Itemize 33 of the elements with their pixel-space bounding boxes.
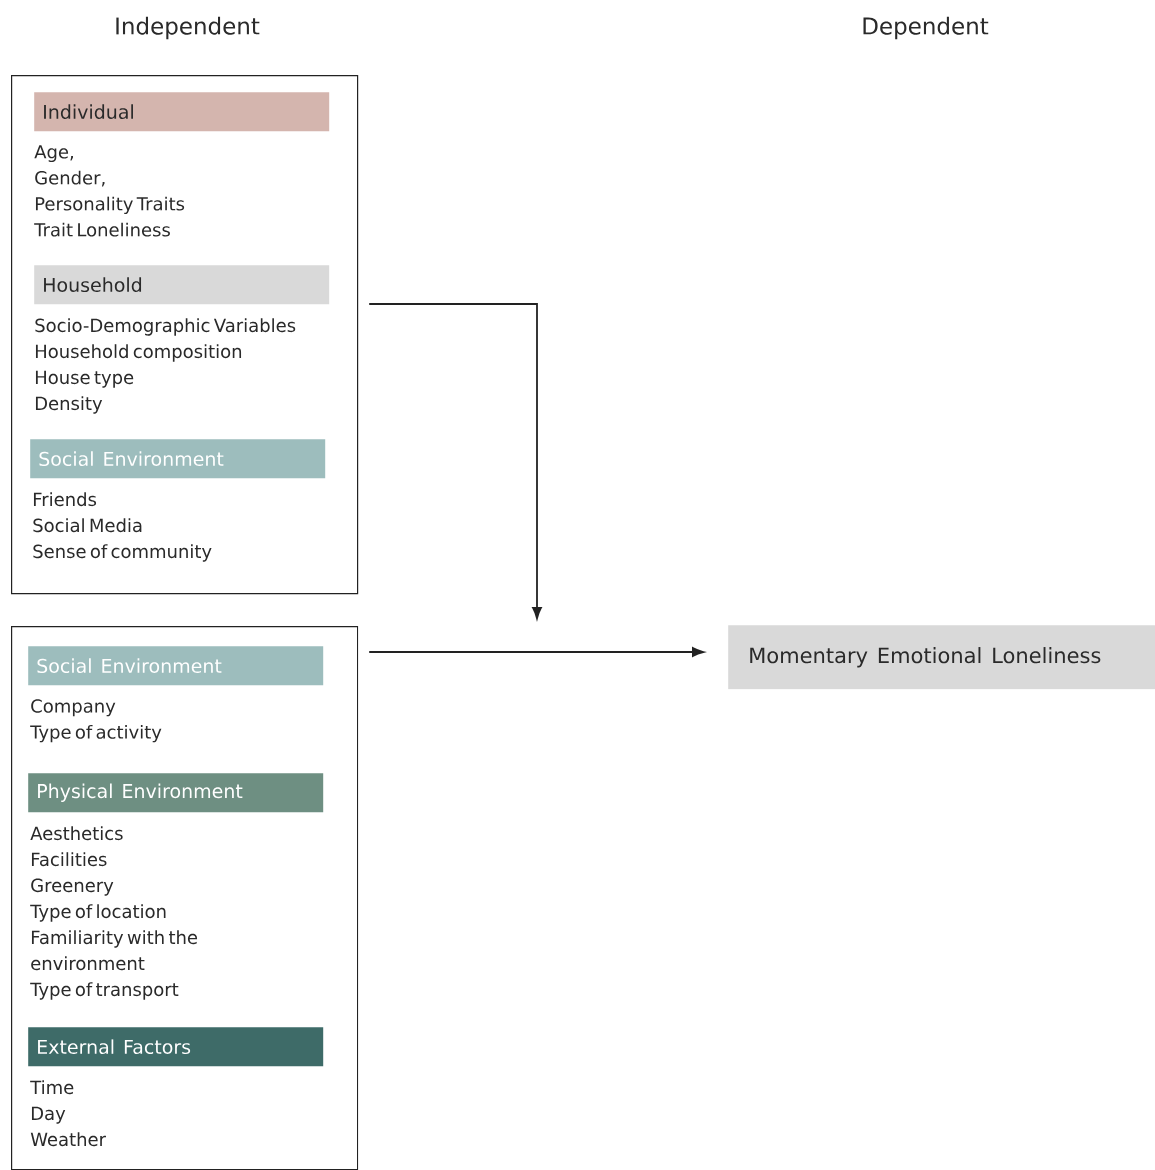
category-bar: Social Environment: [30, 439, 326, 479]
frame-box: [11, 75, 359, 595]
item-list: Friends Social Media Sense of community: [33, 492, 212, 562]
node-label: House type: [35, 370, 134, 388]
item-list: Aesthetics Facilities Greenery Type of location Familiarity with the environment Type of transport: [30, 826, 198, 1000]
node-label: Density: [35, 396, 103, 414]
column-heading: Independent: [116, 16, 260, 40]
node-label: Trait Loneliness: [34, 222, 170, 237]
node-label: Familiarity with the environment: [31, 930, 198, 971]
item-list: Socio-Demographic Variables Household composition House type Density: [35, 318, 296, 414]
node-label: Age,: [34, 145, 73, 163]
node-label: Aesthetics: [30, 826, 123, 841]
arrow: [368, 647, 705, 657]
column-heading: Dependent: [863, 16, 989, 40]
node-label: Gender,: [35, 170, 105, 187]
node-label: Greenery: [31, 878, 114, 896]
node-label: Type of location: [30, 904, 166, 922]
arrow: [368, 303, 542, 620]
item-list: Company Type of activity: [30, 699, 162, 743]
item-list: Age, Gender, Personality Traits Trait Loneliness: [34, 145, 185, 237]
item-list: Time Day Weather: [30, 1080, 106, 1147]
node-label: Household composition: [35, 344, 242, 362]
frame-box: [11, 626, 359, 1170]
node-label: Type of transport: [30, 982, 179, 1000]
node-label: Personality Traits: [35, 196, 185, 215]
category-bar: External Factors: [28, 1027, 324, 1067]
category-bar: Individual: [34, 92, 330, 132]
category-bar: Social Environment: [28, 646, 324, 686]
category-bar: Physical Environment: [28, 773, 324, 813]
node-label: Facilities: [31, 852, 107, 867]
node-label: Socio-Demographic Variables: [35, 318, 296, 336]
category-bar: Momentary Emotional Loneliness: [728, 625, 1155, 690]
category-bar: Household: [34, 265, 330, 305]
